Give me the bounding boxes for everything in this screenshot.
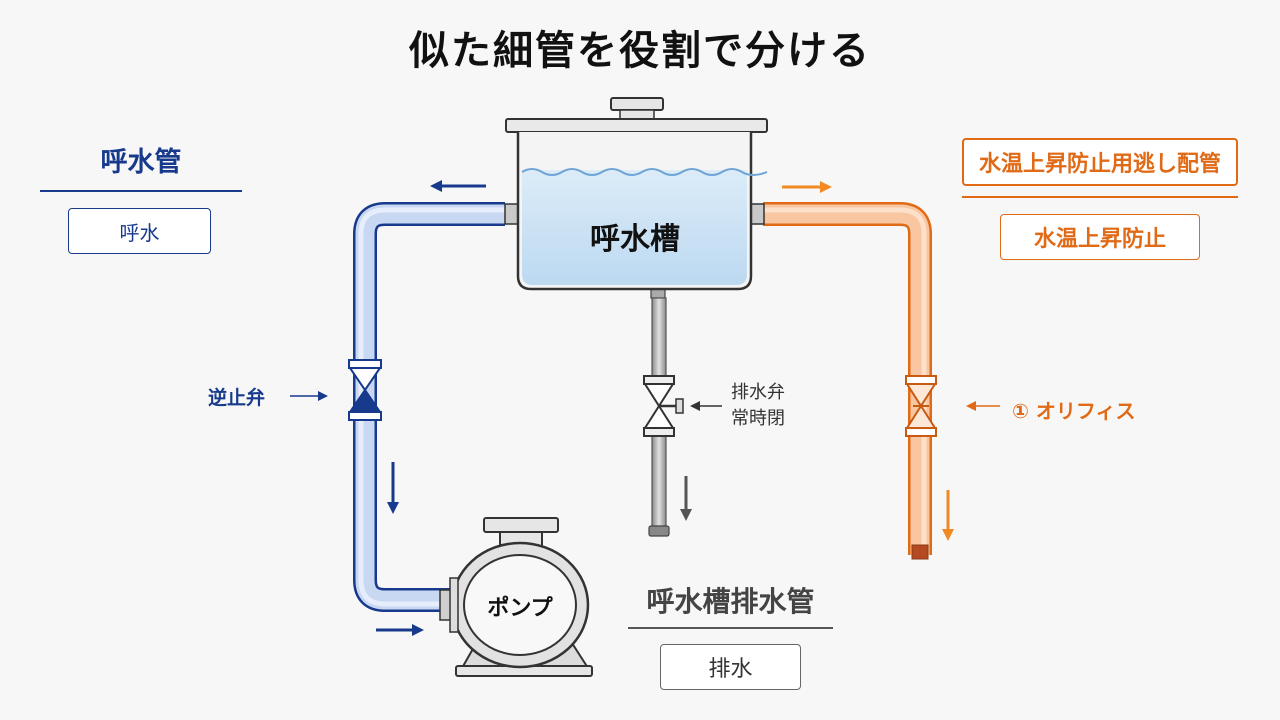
drain-pipe-role: 排水: [708, 657, 753, 682]
page-title: 似た細管を役割で分ける: [409, 28, 871, 74]
relief-pipe-heading-box: 水温上昇防止用逃し配管: [962, 138, 1238, 186]
priming-tank: [505, 97, 768, 291]
relief-pipe-divider: [962, 196, 1238, 198]
check-valve-pointer: [290, 391, 328, 401]
drain-pipe-divider: [628, 627, 833, 629]
drain-pipe-role-box: 排水: [660, 644, 801, 690]
orifice-pointer: [966, 401, 1000, 411]
tank-label: 呼水槽: [590, 222, 680, 257]
priming-pipe-role-box: 呼水: [68, 208, 211, 254]
flow-arrow-down-blue: [387, 462, 399, 514]
drain-valve-label: 排水弁 常時閉: [731, 380, 785, 432]
flow-arrow-left: [430, 180, 486, 192]
relief-pipe-role-box: 水温上昇防止: [1000, 214, 1200, 260]
drain-valve-label-line2: 常時閉: [731, 408, 785, 429]
drain-pipe-heading: 呼水槽排水管: [646, 585, 815, 618]
priming-pipe: [353, 202, 520, 612]
orifice-symbol: [905, 375, 937, 437]
pump: [439, 517, 593, 677]
flow-arrow-down-gray: [680, 476, 692, 521]
pump-label: ポンプ: [487, 596, 553, 621]
check-valve-symbol: [348, 359, 382, 421]
orifice-label: ① オリフィス: [1012, 399, 1136, 423]
flow-arrow-right-blue: [376, 624, 424, 636]
relief-pipe-heading: 水温上昇防止用逃し配管: [978, 152, 1221, 177]
priming-pipe-divider: [40, 190, 242, 192]
check-valve-label: 逆止弁: [208, 387, 266, 409]
flow-arrow-right-orange: [782, 181, 832, 193]
priming-pipe-role: 呼水: [119, 220, 160, 245]
drain-valve-label-line1: 排水弁: [731, 382, 785, 403]
relief-pipe-role: 水温上昇防止: [1033, 227, 1166, 252]
drain-pipe: [648, 285, 670, 537]
drain-valve-symbol: [643, 375, 684, 437]
drain-valve-pointer: [690, 401, 722, 411]
flow-arrow-down-orange: [942, 490, 954, 541]
relief-pipe: [749, 202, 932, 560]
priming-pipe-heading: 呼水管: [100, 147, 182, 178]
